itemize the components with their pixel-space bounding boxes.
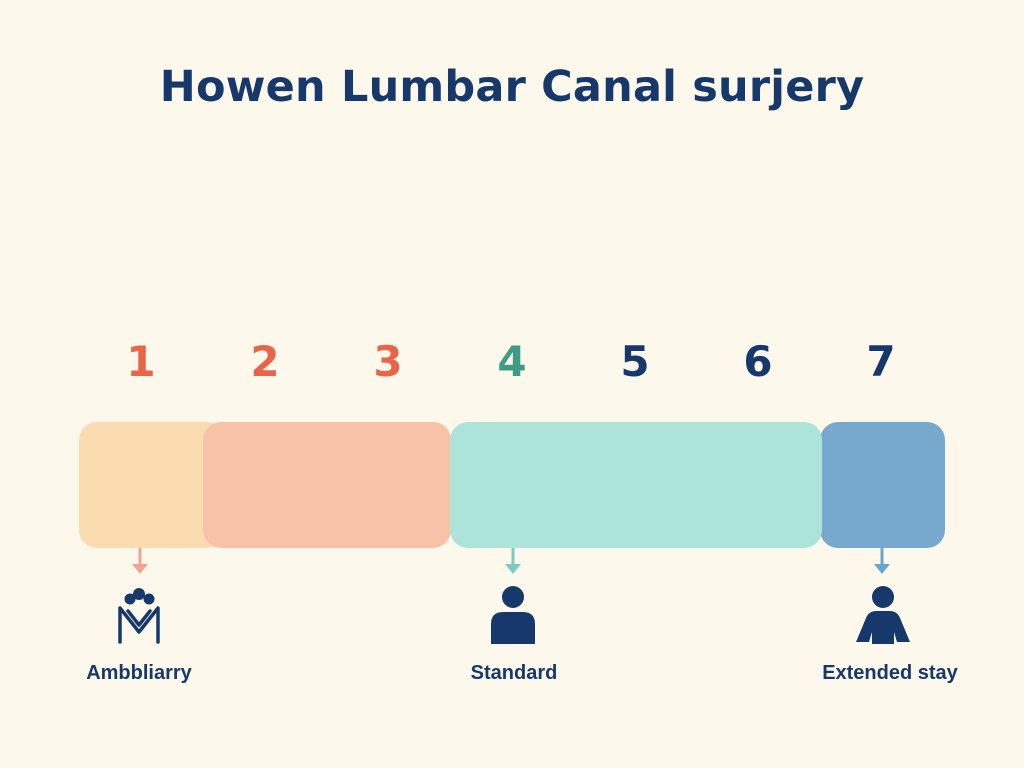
timeline-segment-2 [203,422,451,548]
person-icon [483,584,543,644]
arrow-head [874,564,890,574]
timeline-segment-3 [450,422,822,548]
pathway-label-extended-stay: Extended stay [822,662,958,684]
pathway-label-ambulatory: Ambbliarry [86,662,192,684]
day-number-2: 2 [250,337,280,386]
day-number-6: 6 [743,337,773,386]
timeline-segment-1 [79,422,225,548]
down-arrow-icon [872,546,892,578]
down-arrow-icon [503,546,523,578]
down-arrow-icon [130,546,150,578]
day-number-4: 4 [497,337,527,386]
day-number-5: 5 [620,337,650,386]
timeline-segment-4 [820,422,945,548]
diagram-title: Howen Lumbar Canal surjery [159,62,865,112]
person-arms-out-icon [853,584,913,644]
day-number-3: 3 [373,337,403,386]
two-people-icon [109,584,169,644]
day-number-7: 7 [866,337,896,386]
arrow-head [132,564,148,574]
day-number-1: 1 [126,337,156,386]
pathway-label-standard: Standard [470,662,558,684]
arrow-head [505,564,521,574]
